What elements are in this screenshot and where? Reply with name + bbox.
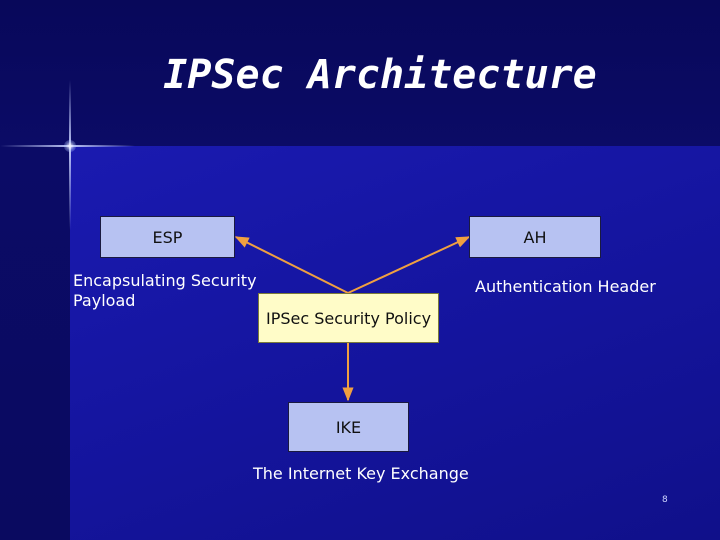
esp-caption-line1: Encapsulating Security	[73, 271, 257, 290]
page-number: 8	[662, 495, 668, 505]
slide-background-top	[0, 0, 720, 146]
policy-node-label: IPSec Security Policy	[265, 308, 432, 328]
ah-caption: Authentication Header	[475, 277, 656, 296]
esp-node[interactable]: ESP	[100, 216, 235, 258]
slide-title: IPSec Architecture	[163, 52, 597, 98]
ike-caption: The Internet Key Exchange	[253, 464, 469, 483]
slide-background-left	[0, 146, 70, 540]
esp-node-label: ESP	[152, 227, 183, 247]
ike-node-label: IKE	[335, 417, 362, 437]
slide-background-main	[70, 146, 720, 540]
ike-node[interactable]: IKE	[288, 402, 409, 452]
light-flare-vertical	[69, 80, 71, 230]
connector-policy-to-esp	[234, 236, 349, 294]
ah-node-label: AH	[523, 227, 547, 247]
ah-node[interactable]: AH	[469, 216, 601, 258]
policy-node[interactable]: IPSec Security Policy	[258, 293, 439, 343]
esp-caption-line2: Payload	[73, 291, 136, 310]
connector-policy-to-ah	[347, 236, 471, 294]
light-flare-center	[64, 140, 76, 152]
